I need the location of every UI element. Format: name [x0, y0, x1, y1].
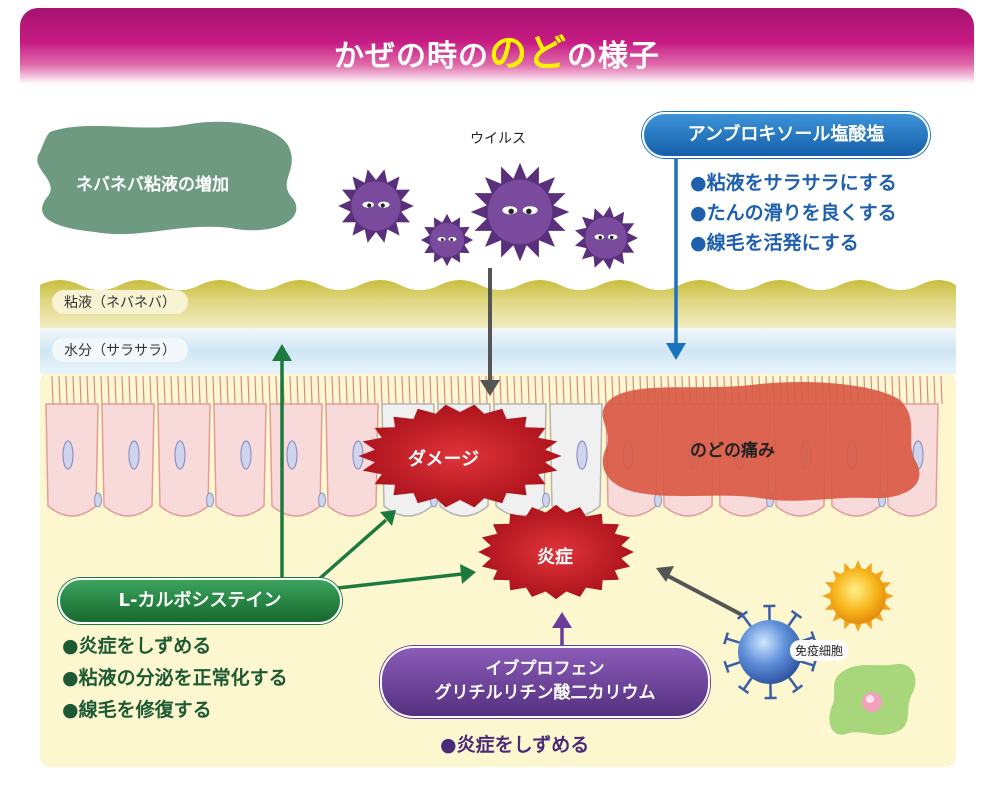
ambroxol-effect-2: ●たんの滑りを良くする	[690, 202, 897, 224]
inflammation-label: 炎症	[537, 547, 573, 568]
ibuprofen-name-1: イブプロフェン	[485, 659, 605, 679]
ibuprofen-name-2: グリチルリチン酸二カリウム	[434, 683, 656, 703]
immune-cell-blue	[723, 604, 817, 700]
page-title: かぜの時ののどの様子	[333, 31, 660, 75]
carbocisteine-pill: L-カルボシステイン	[58, 578, 342, 624]
mucus-layer-label: 粘液（ネバネバ）	[52, 290, 188, 314]
ibuprofen-arrow	[552, 612, 572, 648]
carbocisteine-effect-1: ●炎症をしずめる	[62, 635, 212, 657]
immune-arrow	[656, 566, 745, 618]
carbocisteine-arrows	[272, 344, 476, 590]
damage-burst	[358, 404, 562, 508]
title-banner	[20, 8, 974, 84]
inflammation-burst	[478, 504, 634, 600]
ibuprofen-effect-1: ●炎症をしずめる	[440, 734, 590, 756]
damage-label: ダメージ	[408, 449, 480, 470]
virus-group	[338, 162, 638, 270]
ambroxol-effect-3: ●線毛を活発にする	[690, 232, 859, 254]
ambroxol-effects: ●粘液をサラサラにする ●たんの滑りを良くする ●線毛を活発にする	[690, 168, 897, 258]
immune-cell-green	[829, 663, 916, 735]
ibuprofen-effects: ●炎症をしずめる	[440, 730, 589, 757]
ambroxol-effect-1: ●粘液をサラサラにする	[690, 172, 897, 194]
carbocisteine-effects: ●炎症をしずめる ●粘液の分泌を正常化する ●線毛を修復する	[62, 630, 288, 726]
sore-throat-area	[602, 381, 920, 501]
water-layer-label: 水分（サラサラ）	[52, 338, 188, 362]
mucus-increase-cloud	[37, 121, 297, 235]
carbocisteine-effect-2: ●粘液の分泌を正常化する	[62, 667, 288, 689]
ambroxol-pill: アンブロキソール塩酸塩	[642, 112, 930, 158]
immune-cell-label: 免疫細胞	[790, 640, 849, 661]
ibuprofen-pill: イブプロフェン グリチルリチン酸二カリウム	[380, 646, 710, 718]
mucus-layer	[40, 280, 956, 330]
immune-cell-orange	[822, 560, 894, 632]
carbocisteine-effect-3: ●線毛を修復する	[62, 699, 212, 721]
virus-label: ウイルス	[470, 131, 526, 147]
water-layer	[40, 328, 956, 374]
title-emphasis: のど	[488, 31, 567, 75]
sore-throat-label: のどの痛み	[690, 441, 775, 461]
mucus-increase-label: ネバネバ粘液の増加	[76, 175, 229, 195]
